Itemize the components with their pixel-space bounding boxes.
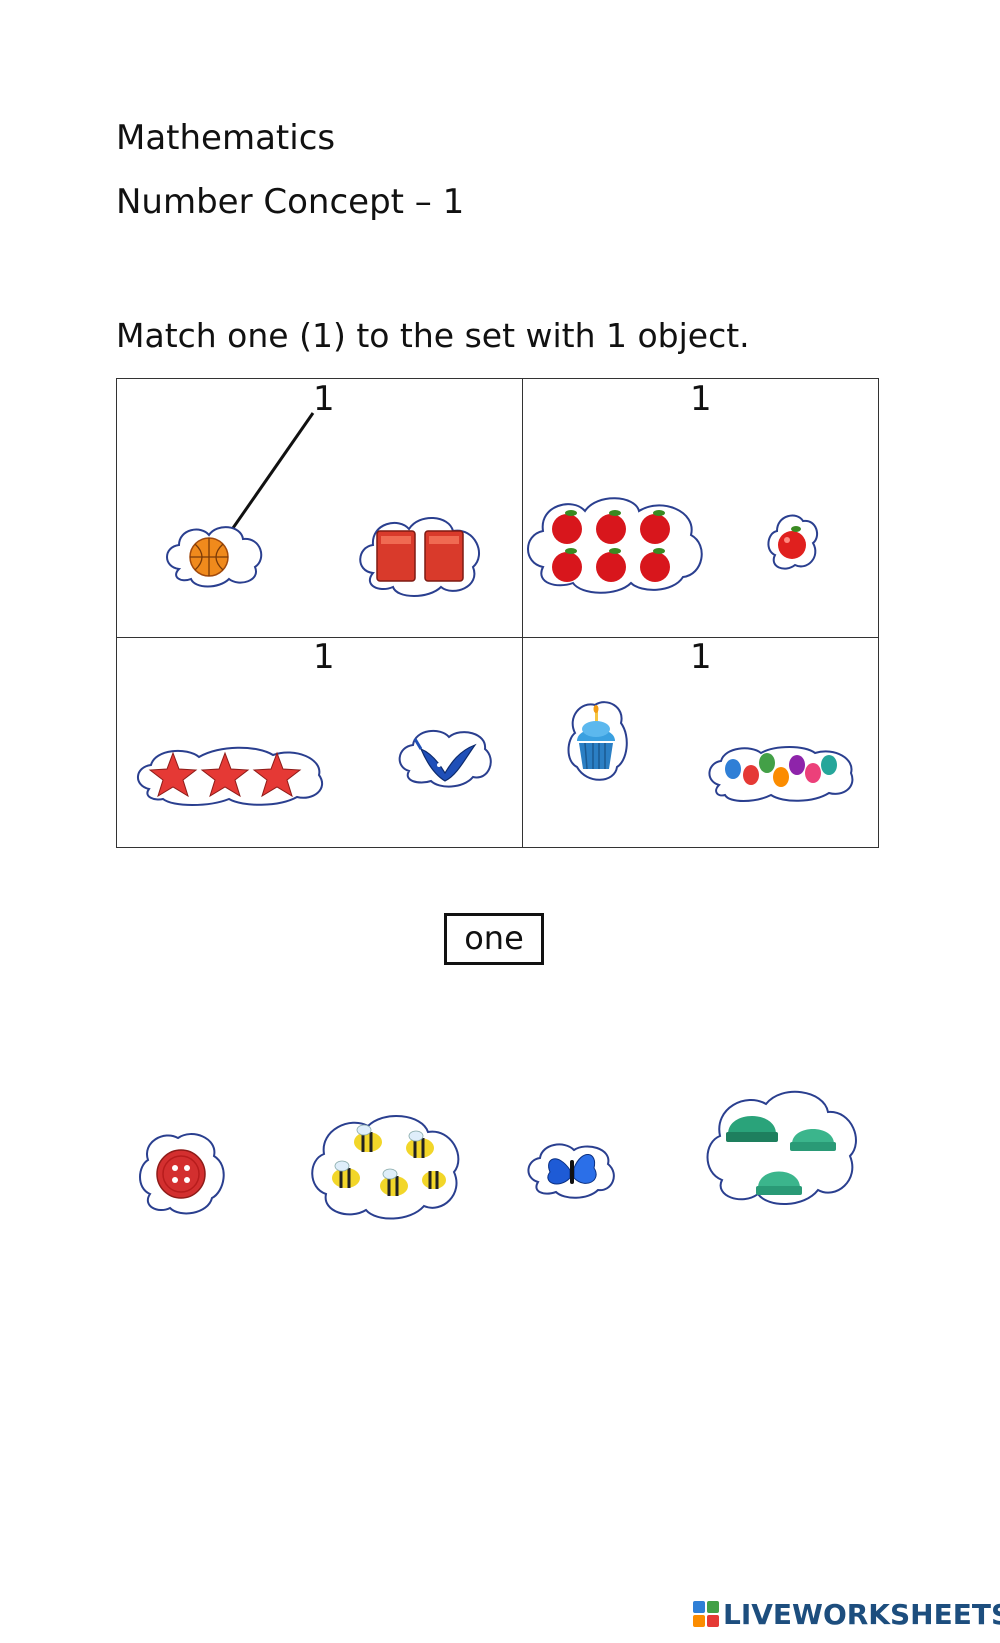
stingray-icon: [413, 738, 477, 782]
grid-divider-horizontal: [117, 637, 878, 638]
apple-icon: [552, 510, 670, 582]
cell-number-1[interactable]: 1: [313, 379, 335, 419]
button-icon: [156, 1149, 206, 1199]
topic-title: Number Concept – 1: [116, 182, 465, 222]
starfish-icon: [148, 751, 302, 798]
bee-icon: [332, 1124, 446, 1196]
instruction: Match one (1) to the set with 1 object.: [116, 316, 750, 355]
cell-number-2[interactable]: 1: [690, 379, 712, 419]
book-icon: [376, 530, 464, 582]
matching-grid: 1 1 1 1: [116, 378, 879, 848]
brand-grid-icon: [693, 1601, 719, 1627]
set-stingray[interactable]: [395, 725, 495, 791]
apple-icon: [778, 526, 806, 559]
set-butterfly[interactable]: [524, 1138, 620, 1202]
set-books[interactable]: [353, 509, 491, 601]
subject-title: Mathematics: [116, 118, 336, 158]
set-cupcake[interactable]: [563, 697, 631, 787]
set-apples[interactable]: [521, 489, 707, 597]
cell-number-3[interactable]: 1: [313, 637, 335, 677]
liveworksheets-logo: LIVEWORKSHEETS: [693, 1596, 1000, 1632]
word-one-box[interactable]: one: [444, 913, 544, 965]
balloon-icon: [725, 753, 837, 787]
brand-text: LIVEWORKSHEETS: [723, 1597, 1000, 1631]
set-button[interactable]: [134, 1128, 230, 1218]
butterfly-icon: [547, 1154, 597, 1185]
basketball-icon: [189, 537, 229, 577]
cell-number-4[interactable]: 1: [690, 637, 712, 677]
hat-icon: [726, 1116, 836, 1195]
set-one-apple[interactable]: [763, 509, 821, 575]
set-hats[interactable]: [700, 1084, 862, 1212]
cupcake-icon: [577, 705, 615, 770]
set-starfish[interactable]: [133, 743, 329, 807]
set-balloons[interactable]: [705, 743, 855, 803]
set-ball[interactable]: [161, 519, 269, 589]
set-bees[interactable]: [306, 1110, 464, 1226]
grid-divider-vertical: [522, 379, 523, 847]
